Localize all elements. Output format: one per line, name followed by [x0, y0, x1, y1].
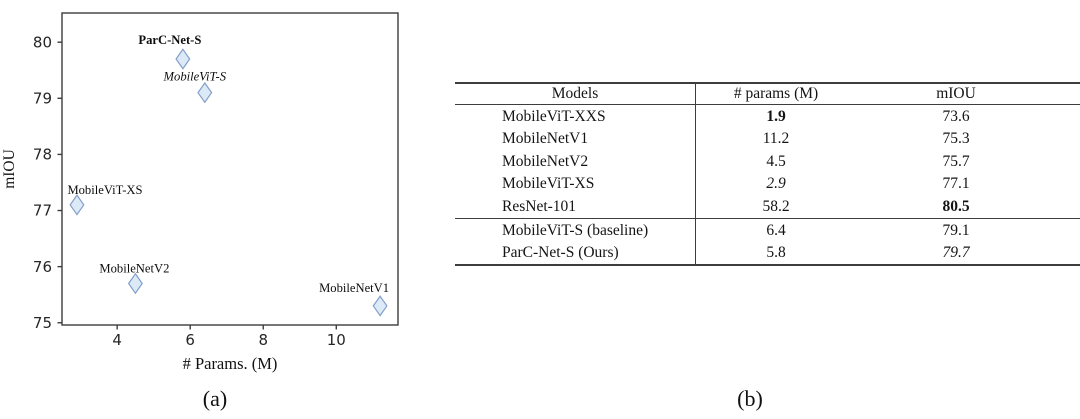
point-label: MobileNetV2 — [99, 261, 169, 275]
data-point-marker — [197, 81, 213, 104]
data-point-marker — [127, 272, 143, 295]
miou-cell: 75.7 — [942, 152, 970, 170]
model-cell: MobileViT-XS — [502, 175, 595, 193]
y-tick-label: 80 — [33, 33, 52, 51]
miou-cell: 79.7 — [942, 244, 970, 262]
y-tick-label: 79 — [33, 89, 52, 107]
x-tick-label: 4 — [112, 331, 122, 349]
table-row: MobileViT-XS 2.9 77.1 — [455, 172, 1080, 196]
miou-cell: 80.5 — [856, 195, 1056, 219]
y-tick-label: 76 — [33, 258, 52, 276]
col-header-params: # params (M) — [695, 83, 856, 105]
filler-cell — [1056, 150, 1080, 173]
params-cell: 58.2 — [695, 195, 856, 219]
col-header-miou: mIOU — [856, 83, 1056, 105]
filler-cell — [1056, 195, 1080, 219]
model-cell: ResNet-101 — [455, 195, 696, 219]
x-axis-label: # Params. (M) — [183, 354, 278, 373]
filler-cell — [1056, 105, 1080, 128]
miou-cell: 79.1 — [942, 221, 970, 239]
params-cell: 6.4 — [695, 218, 856, 242]
col-header-filler — [1056, 83, 1080, 105]
table-row: MobileViT-S (baseline) 6.4 79.1 — [455, 218, 1080, 242]
table-header-row: Models # params (M) mIOU — [455, 83, 1080, 105]
caption-b: (b) — [737, 386, 763, 411]
params-cell: 2.9 — [695, 172, 856, 196]
col-header-models: Models — [455, 83, 696, 105]
params-cell: 5.8 — [695, 241, 856, 266]
caption-a: (a) — [202, 386, 228, 411]
model-cell: MobileViT-S (baseline) — [502, 221, 649, 239]
scatter-plot-svg: 75 76 77 78 79 80 4 6 8 10 # Params. (M) mIOU ParC-N… — [1, 12, 399, 373]
plot-border — [61, 12, 399, 326]
x-tick-label: 10 — [327, 331, 346, 349]
params-cell: 11.2 — [695, 127, 856, 151]
point-label: ParC-Net-S — [138, 33, 201, 47]
filler-cell — [1056, 173, 1080, 196]
results-table: Models # params (M) mIOU MobileViT-XXS 1.… — [455, 82, 1080, 267]
model-cell: ParC-Net-S (Ours) — [502, 244, 619, 262]
x-tick-label: 6 — [185, 331, 195, 349]
point-label: MobileViT-XS — [67, 183, 142, 197]
point-label: MobileViT-S — [163, 70, 227, 84]
table-row: ParC-Net-S (Ours) 5.8 79.7 — [455, 241, 1080, 266]
params-cell: 4.5 — [695, 150, 856, 173]
table-row: MobileNetV2 4.5 75.7 — [455, 150, 1080, 173]
model-cell: MobileViT-XXS — [502, 107, 606, 125]
x-tick-label: 8 — [258, 331, 268, 349]
y-tick-label: 78 — [33, 146, 52, 164]
miou-cell: 75.3 — [942, 130, 970, 148]
filler-cell — [1056, 218, 1080, 241]
y-tick-label: 77 — [33, 202, 52, 220]
point-label: MobileNetV1 — [319, 281, 389, 295]
filler-cell — [1056, 128, 1080, 151]
data-point-marker — [372, 295, 388, 317]
y-tick-label: 75 — [33, 314, 52, 332]
filler-cell — [1056, 242, 1080, 266]
table-row: MobileViT-XXS 1.9 73.6 — [455, 104, 1080, 128]
model-cell: MobileNetV2 — [502, 152, 589, 170]
data-point-marker — [175, 48, 191, 70]
miou-cell: 73.6 — [942, 107, 970, 125]
model-cell: MobileNetV1 — [502, 130, 589, 148]
y-axis-label: mIOU — [1, 149, 18, 189]
miou-cell: 77.1 — [942, 175, 970, 193]
params-cell: 1.9 — [695, 104, 856, 128]
table-row: MobileNetV1 11.2 75.3 — [455, 127, 1080, 151]
data-point-marker — [69, 194, 85, 216]
scatter-chart-panel: 75 76 77 78 79 80 4 6 8 10 # Params. (M) mIOU ParC-N… — [0, 0, 440, 419]
